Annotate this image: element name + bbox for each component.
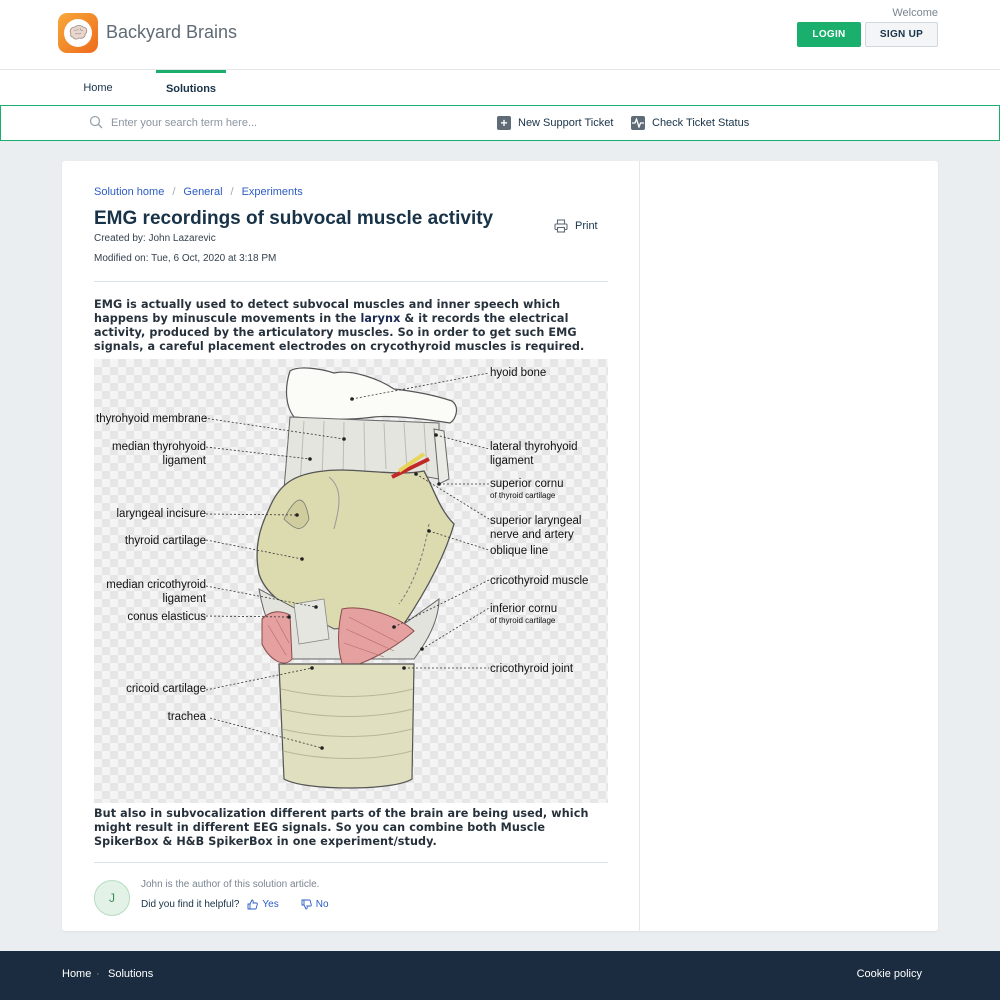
label-superior-laryngeal-nerve: superior laryngeal nerve and artery bbox=[490, 514, 581, 542]
paragraph-text: EMG is actually used to detect subvocal … bbox=[94, 298, 561, 325]
thumbs-up-icon bbox=[247, 899, 259, 910]
plus-icon: + bbox=[497, 116, 511, 130]
search-bar: + New Support Ticket Check Ticket Status bbox=[0, 105, 1000, 141]
modified-on: Modified on: Tue, 6 Oct, 2020 at 3:18 PM bbox=[94, 253, 277, 264]
label-line: inferior cornu bbox=[490, 603, 558, 615]
divider bbox=[94, 281, 608, 282]
label-conus-elasticus: conus elasticus bbox=[127, 611, 206, 623]
vote-yes-button[interactable]: Yes bbox=[247, 899, 279, 910]
label-thyrohyoid-membrane: thyrohyoid membrane bbox=[96, 413, 208, 425]
printer-icon bbox=[554, 219, 568, 233]
breadcrumb: Solution home / General / Experiments bbox=[94, 186, 303, 198]
created-by: Created by: John Lazarevic bbox=[94, 233, 216, 244]
breadcrumb-experiments[interactable]: Experiments bbox=[241, 186, 303, 198]
label-line: ligament bbox=[162, 455, 206, 467]
footer: Home · Solutions Cookie policy bbox=[0, 951, 1000, 1000]
brain-icon bbox=[64, 19, 92, 47]
author-note: John is the author of this solution arti… bbox=[141, 879, 320, 890]
sidebar-divider bbox=[639, 161, 640, 931]
brand-logo[interactable] bbox=[58, 13, 98, 53]
vote-no-button[interactable]: No bbox=[301, 899, 329, 910]
label-subline: of thyroid cartilage bbox=[490, 491, 556, 500]
top-header: Backyard Brains Welcome LOGIN SIGN UP bbox=[0, 0, 1000, 70]
label-line: ligament bbox=[490, 455, 534, 467]
label-line: lateral thyrohyoid bbox=[490, 441, 578, 453]
label-cricoid-cartilage: cricoid cartilage bbox=[126, 683, 206, 695]
nav-tabs: Home Solutions bbox=[0, 70, 1000, 105]
no-label: No bbox=[315, 899, 329, 910]
signup-button[interactable]: SIGN UP bbox=[865, 22, 938, 47]
larynx-illustration bbox=[203, 367, 490, 789]
label-laryngeal-incisure: laryngeal incisure bbox=[116, 508, 207, 520]
feedback-row: Did you find it helpful? Yes No bbox=[141, 899, 329, 910]
article-paragraph-2: But also in subvocalization different pa… bbox=[94, 807, 589, 848]
divider bbox=[94, 862, 608, 863]
yes-label: Yes bbox=[262, 899, 279, 910]
author-avatar: J bbox=[94, 880, 130, 916]
welcome-text: Welcome bbox=[892, 7, 938, 19]
check-ticket-status-label: Check Ticket Status bbox=[652, 117, 750, 129]
new-support-ticket-link[interactable]: + New Support Ticket bbox=[497, 113, 613, 133]
thumbs-down-icon bbox=[301, 899, 312, 910]
breadcrumb-solution-home[interactable]: Solution home bbox=[94, 186, 165, 198]
label-subline: of thyroid cartilage bbox=[490, 616, 556, 625]
label-line: nerve and artery bbox=[490, 529, 574, 541]
label-line: ligament bbox=[162, 593, 206, 605]
helpful-question: Did you find it helpful? bbox=[141, 899, 240, 910]
label-median-cricothyroid-ligament: median cricothyroid ligament bbox=[96, 578, 206, 606]
paragraph-text: & it records the electrical activity, pr… bbox=[94, 312, 585, 353]
article-card: Solution home / General / Experiments EM… bbox=[62, 161, 938, 931]
brand-name[interactable]: Backyard Brains bbox=[106, 22, 238, 42]
label-cricothyroid-joint: cricothyroid joint bbox=[490, 663, 574, 675]
print-label: Print bbox=[575, 220, 598, 232]
breadcrumb-general[interactable]: General bbox=[183, 186, 223, 198]
label-line: median cricothyroid bbox=[106, 579, 206, 591]
footer-solutions-link[interactable]: Solutions bbox=[108, 968, 154, 980]
footer-home-link[interactable]: Home bbox=[62, 968, 92, 980]
breadcrumb-separator: / bbox=[172, 186, 176, 198]
larynx-anatomy-figure: hyoid bone lateral thyrohyoid ligament su… bbox=[94, 359, 608, 803]
tab-solutions[interactable]: Solutions bbox=[156, 70, 226, 105]
label-trachea: trachea bbox=[167, 711, 206, 723]
cookie-policy-link[interactable]: Cookie policy bbox=[856, 968, 922, 980]
larynx-link[interactable]: larynx bbox=[360, 312, 401, 325]
label-oblique-line: oblique line bbox=[490, 545, 549, 557]
print-button[interactable]: Print bbox=[554, 219, 598, 233]
label-hyoid-bone: hyoid bone bbox=[490, 367, 547, 379]
login-button[interactable]: LOGIN bbox=[797, 22, 861, 47]
article-paragraph-1: EMG is actually used to detect subvocal … bbox=[94, 298, 610, 354]
new-support-ticket-label: New Support Ticket bbox=[518, 117, 614, 129]
article-title: EMG recordings of subvocal muscle activi… bbox=[94, 208, 494, 229]
label-line: median thyrohyoid bbox=[112, 441, 206, 453]
footer-separator: · bbox=[96, 968, 100, 980]
label-line: superior cornu bbox=[490, 478, 564, 490]
search-input[interactable] bbox=[111, 114, 411, 132]
label-median-thyrohyoid-ligament: median thyrohyoid ligament bbox=[96, 440, 206, 468]
label-line: superior laryngeal bbox=[490, 515, 582, 527]
breadcrumb-separator: / bbox=[230, 186, 234, 198]
check-ticket-status-link[interactable]: Check Ticket Status bbox=[631, 113, 749, 133]
label-cricothyroid-muscle: cricothyroid muscle bbox=[490, 575, 589, 587]
tab-home[interactable]: Home bbox=[83, 81, 113, 94]
activity-icon bbox=[631, 116, 645, 130]
label-lateral-thyrohyoid-ligament: lateral thyrohyoid ligament bbox=[490, 440, 578, 468]
label-thyroid-cartilage: thyroid cartilage bbox=[124, 535, 206, 547]
search-icon bbox=[89, 115, 103, 129]
